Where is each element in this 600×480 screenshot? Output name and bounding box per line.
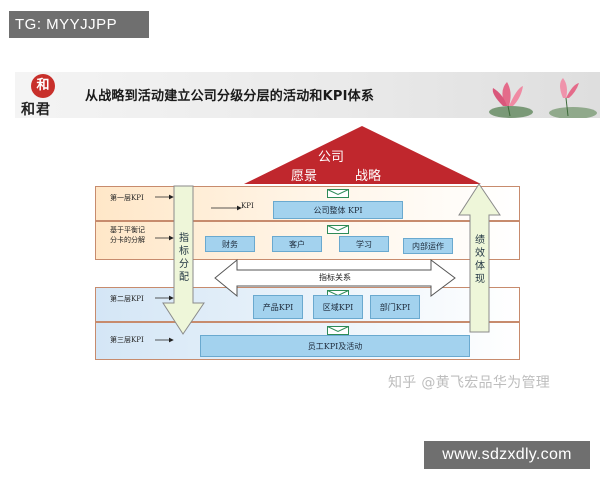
- lotus-decoration: [489, 78, 597, 118]
- row-label-level3: 第三层KPI: [110, 336, 144, 344]
- department-kpi-box: 部门KPI: [370, 295, 420, 319]
- performance-char: 效: [475, 248, 485, 259]
- relation-label: 指标关系: [319, 273, 351, 282]
- allocation-arrow-label: 指 标 分 配: [177, 232, 191, 284]
- roof-strategy: 战略: [355, 169, 382, 184]
- row-label-balanced-2: 分卡的分解: [110, 236, 145, 244]
- envelope-icon: [327, 326, 349, 335]
- envelope-icon: [327, 189, 349, 198]
- top-overlay-tag: TG: MYYJJPP: [9, 11, 149, 38]
- row-label-level1: 第一层KPI: [110, 194, 144, 202]
- scorecard-box-finance: 财务: [205, 236, 255, 252]
- allocation-char: 标: [179, 246, 189, 257]
- allocation-char: 配: [179, 272, 189, 283]
- allocation-char: 分: [179, 259, 189, 270]
- allocation-char: 指: [179, 233, 189, 244]
- performance-arrow-label: 绩 效 体 现: [473, 234, 487, 286]
- strategy-roof: [244, 126, 481, 184]
- employee-kpi-box: 员工KPI及活动: [200, 335, 470, 357]
- kpi-arrow-label: KPI: [241, 202, 254, 210]
- scorecard-box-customer: 客户: [272, 236, 322, 252]
- relation-arrow-shape: [214, 258, 456, 298]
- scorecard-box-learning: 学习: [339, 236, 389, 252]
- performance-char: 体: [475, 261, 485, 272]
- bottom-overlay-tag: www.sdzxdly.com: [424, 441, 590, 469]
- roof-company: 公司: [318, 150, 345, 165]
- performance-char: 绩: [475, 235, 485, 246]
- region-kpi-box: 区域KPI: [313, 295, 363, 319]
- row-label-balanced-1: 基于平衡记: [110, 226, 145, 234]
- logo-text: 和君: [21, 102, 51, 118]
- zhihu-watermark: 知乎 @黄飞宏品华为管理: [388, 375, 551, 391]
- roof-triangle: [244, 126, 481, 184]
- company-kpi-box: 公司整体 KPI: [273, 201, 403, 219]
- slide-title: 从战略到活动建立公司分级分层的活动和KPI体系: [85, 89, 375, 104]
- diagram-arrows: [155, 183, 501, 343]
- row-label-level2: 第二层KPI: [110, 295, 144, 303]
- product-kpi-box: 产品KPI: [253, 295, 303, 319]
- slide: 和 和君 从战略到活动建立公司分级分层的活动和KPI体系 公司 愿景 战略 第一…: [15, 72, 600, 408]
- up-arrow-shape: [458, 183, 501, 333]
- performance-char: 现: [475, 274, 485, 285]
- roof-vision: 愿景: [291, 169, 318, 184]
- down-arrow-shape: [162, 185, 205, 335]
- hejun-logo: 和 和君: [19, 72, 75, 118]
- logo-seal: 和: [31, 74, 55, 98]
- scorecard-box-internal: 内部运作: [403, 238, 453, 254]
- envelope-icon: [327, 225, 349, 234]
